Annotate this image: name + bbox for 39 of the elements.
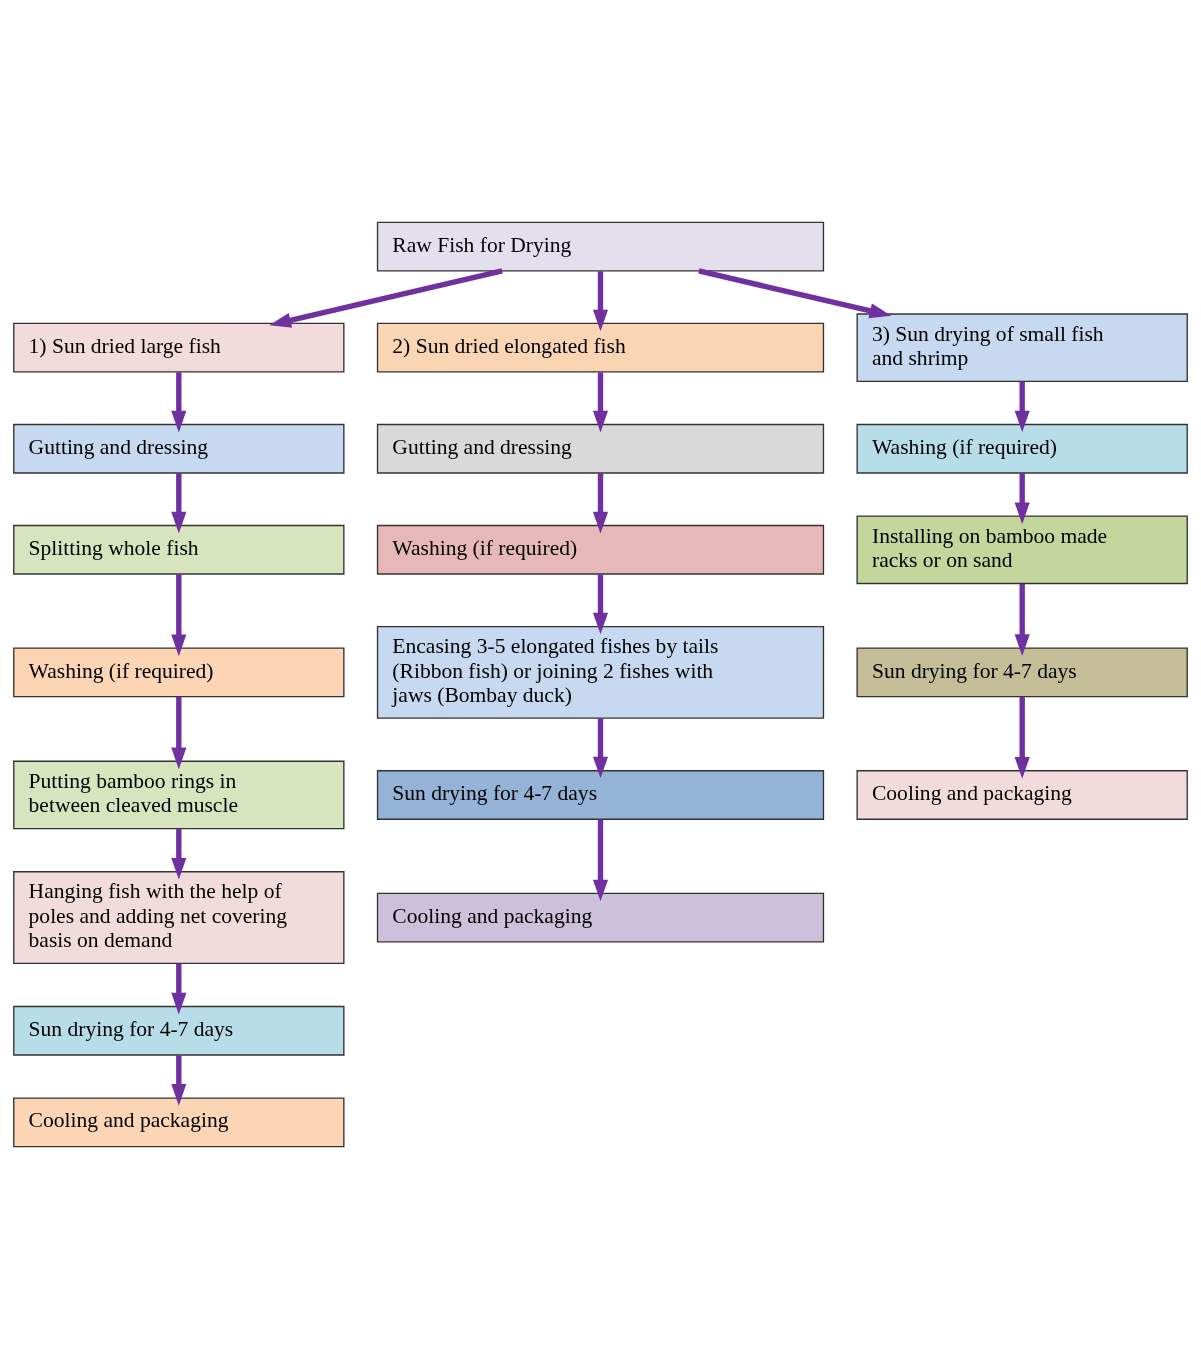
node-box: Sun drying for 4-7 days — [856, 647, 1188, 698]
arrow — [269, 268, 503, 328]
node-box: 2) Sun dried elongated fish — [376, 322, 825, 373]
node-box: 1) Sun dried large fish — [13, 322, 345, 373]
node-box: Washing (if required) — [13, 647, 345, 698]
node-box: Raw Fish for Drying — [376, 221, 825, 272]
node-box: 3) Sun drying of small fish and shrimp — [856, 313, 1188, 383]
node-box: Cooling and packaging — [856, 770, 1188, 820]
arrow — [171, 473, 187, 534]
node-box: Cooling and packaging — [13, 1097, 345, 1148]
node-box: Hanging fish with the help of poles and adding net covering basis on demand — [13, 871, 345, 965]
arrow — [592, 473, 609, 534]
arrow — [171, 574, 187, 657]
arrow — [1014, 583, 1030, 656]
arrow — [171, 963, 187, 1015]
arrow — [171, 829, 187, 880]
arrow — [592, 271, 609, 332]
arrow — [592, 819, 609, 902]
node-box: Cooling and packaging — [376, 892, 825, 943]
node-box: Sun drying for 4-7 days — [13, 1005, 345, 1056]
arrow — [1014, 696, 1030, 779]
node-box: Installing on bamboo made racks or on sand — [856, 515, 1188, 585]
arrow — [1014, 473, 1030, 525]
arrow — [1014, 381, 1030, 433]
node-box: Splitting whole fish — [13, 524, 345, 575]
arrow — [592, 574, 609, 635]
node-box: Sun drying for 4-7 days — [376, 770, 825, 820]
node-box: Putting bamboo rings in between cleaved muscle — [13, 760, 345, 830]
arrow — [698, 268, 892, 319]
arrow — [171, 696, 187, 770]
arrow — [592, 372, 609, 433]
arrow — [171, 1055, 187, 1106]
arrow — [592, 718, 609, 779]
node-box: Gutting and dressing — [376, 423, 825, 474]
node-box: Gutting and dressing — [13, 423, 345, 474]
node-box: Washing (if required) — [376, 524, 825, 575]
node-box: Washing (if required) — [856, 423, 1188, 474]
arrow — [171, 372, 187, 433]
node-box: Encasing 3-5 elongated fishes by tails (Ribbon fish) or joining 2 fishes with jaws (Bombay duck) — [376, 625, 825, 719]
